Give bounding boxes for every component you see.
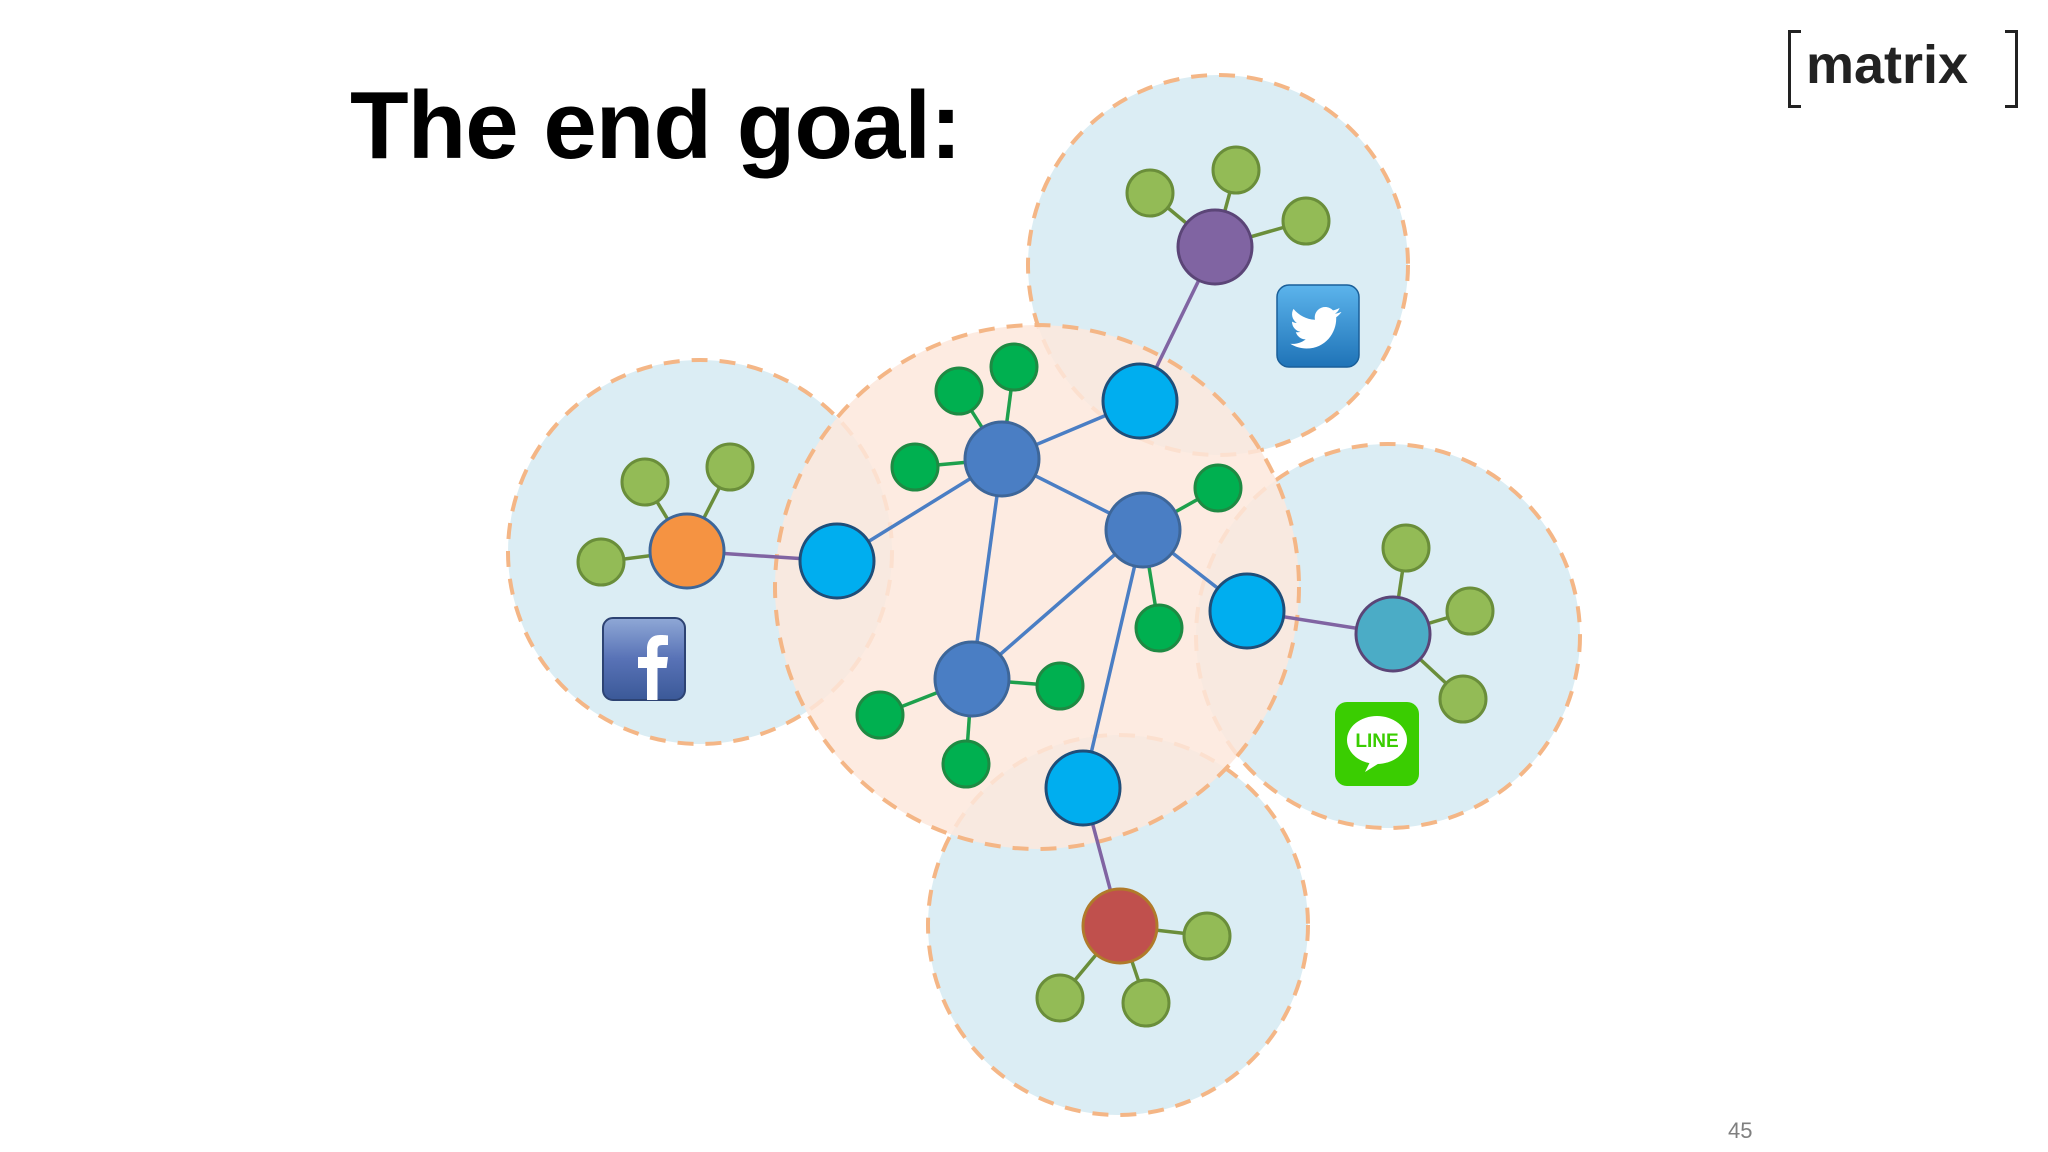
core-server-node bbox=[1104, 491, 1182, 569]
bridged-client-node bbox=[1121, 978, 1171, 1028]
bridged-client-node bbox=[1381, 523, 1431, 573]
bridged-client-node bbox=[1445, 586, 1495, 636]
bridge-server-node bbox=[1044, 749, 1122, 827]
facebook-hub-node bbox=[648, 512, 726, 590]
cluster-layer bbox=[506, 73, 1582, 1117]
node-layer bbox=[576, 145, 1495, 1028]
bridged-client-node bbox=[1438, 674, 1488, 724]
svg-text:LINE: LINE bbox=[1355, 731, 1398, 752]
core-server-node bbox=[933, 640, 1011, 718]
bridged-client-node bbox=[1211, 145, 1261, 195]
core-client-node bbox=[1193, 463, 1243, 513]
logo-text: matrix bbox=[1806, 35, 1969, 95]
bottom-hub-node bbox=[1081, 887, 1159, 965]
core-client-node bbox=[855, 690, 905, 740]
edge-core bbox=[1081, 529, 1145, 789]
bridged-client-node bbox=[620, 457, 670, 507]
bridge-server-node bbox=[1101, 362, 1179, 440]
core-client-node bbox=[1134, 603, 1184, 653]
twitter-icon bbox=[1276, 284, 1360, 368]
core-client-node bbox=[941, 739, 991, 789]
page-number: 45 bbox=[1728, 1118, 1753, 1143]
bridged-client-node bbox=[1281, 196, 1331, 246]
twitter-hub-node bbox=[1176, 208, 1254, 286]
core-server-node bbox=[963, 420, 1041, 498]
core-client-node bbox=[890, 442, 940, 492]
logo-bracket-left bbox=[1788, 30, 1801, 108]
bridge-server-node bbox=[798, 522, 876, 600]
bridged-client-node bbox=[1125, 168, 1175, 218]
line-icon: LINE bbox=[1335, 702, 1419, 786]
bridged-client-node bbox=[1182, 911, 1232, 961]
bridged-client-node bbox=[576, 537, 626, 587]
slide-title: The end goal: bbox=[350, 72, 962, 179]
core-client-node bbox=[1035, 661, 1085, 711]
matrix-logo: matrix bbox=[1788, 30, 2018, 108]
bridge-server-node bbox=[1208, 572, 1286, 650]
logo-bracket-right bbox=[2005, 30, 2018, 108]
core-client-node bbox=[989, 342, 1039, 392]
core-client-node bbox=[934, 366, 984, 416]
line-hub-node bbox=[1354, 595, 1432, 673]
bridged-client-node bbox=[705, 442, 755, 492]
bridged-client-node bbox=[1035, 973, 1085, 1023]
facebook-icon bbox=[602, 617, 686, 701]
